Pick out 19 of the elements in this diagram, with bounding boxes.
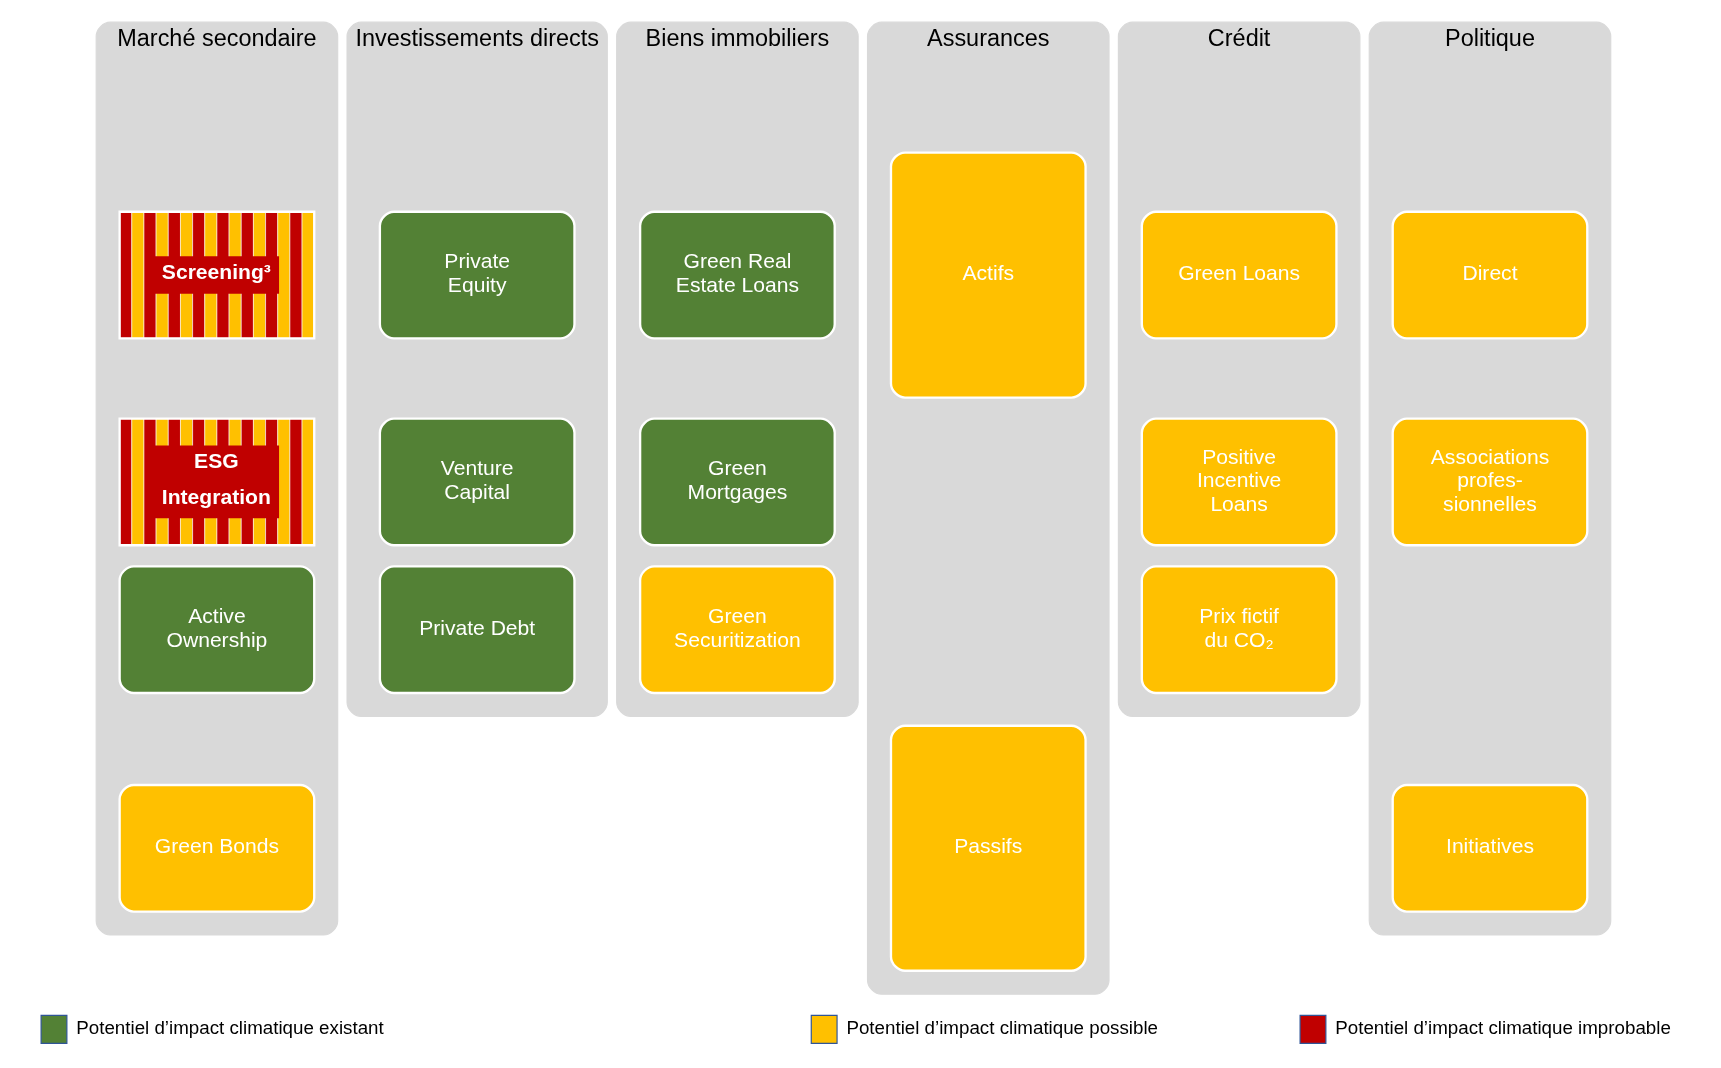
node-box: Prix fictif du CO₂ (1140, 565, 1338, 695)
node-box: Positive Incentive Loans (1140, 417, 1338, 547)
node-box: Passifs (889, 724, 1087, 972)
node-box: Initiatives (1391, 783, 1589, 913)
node-box: Actifs (889, 151, 1087, 399)
legend-label: Potentiel d’impact climatique improbable (1335, 1016, 1671, 1038)
node-box: Private Equity (378, 210, 576, 340)
node-box: Active Ownership (118, 565, 316, 695)
node-box: Venture Capital (378, 417, 576, 547)
node-box: Green Securitization (638, 565, 836, 695)
node-box: Green Real Estate Loans (638, 210, 836, 340)
legend-label: Potentiel d’impact climatique possible (846, 1016, 1159, 1038)
node-box: Private Debt (378, 565, 576, 695)
node-box: Associations profes-sionnelles (1391, 417, 1589, 547)
node-box: Green Bonds (118, 783, 316, 913)
node-box: Direct (1391, 210, 1589, 340)
node-box: Green Loans (1140, 210, 1338, 340)
legend-label: Potentiel d’impact climatique existant (76, 1016, 384, 1038)
node-box: Green Mortgages (638, 417, 836, 547)
